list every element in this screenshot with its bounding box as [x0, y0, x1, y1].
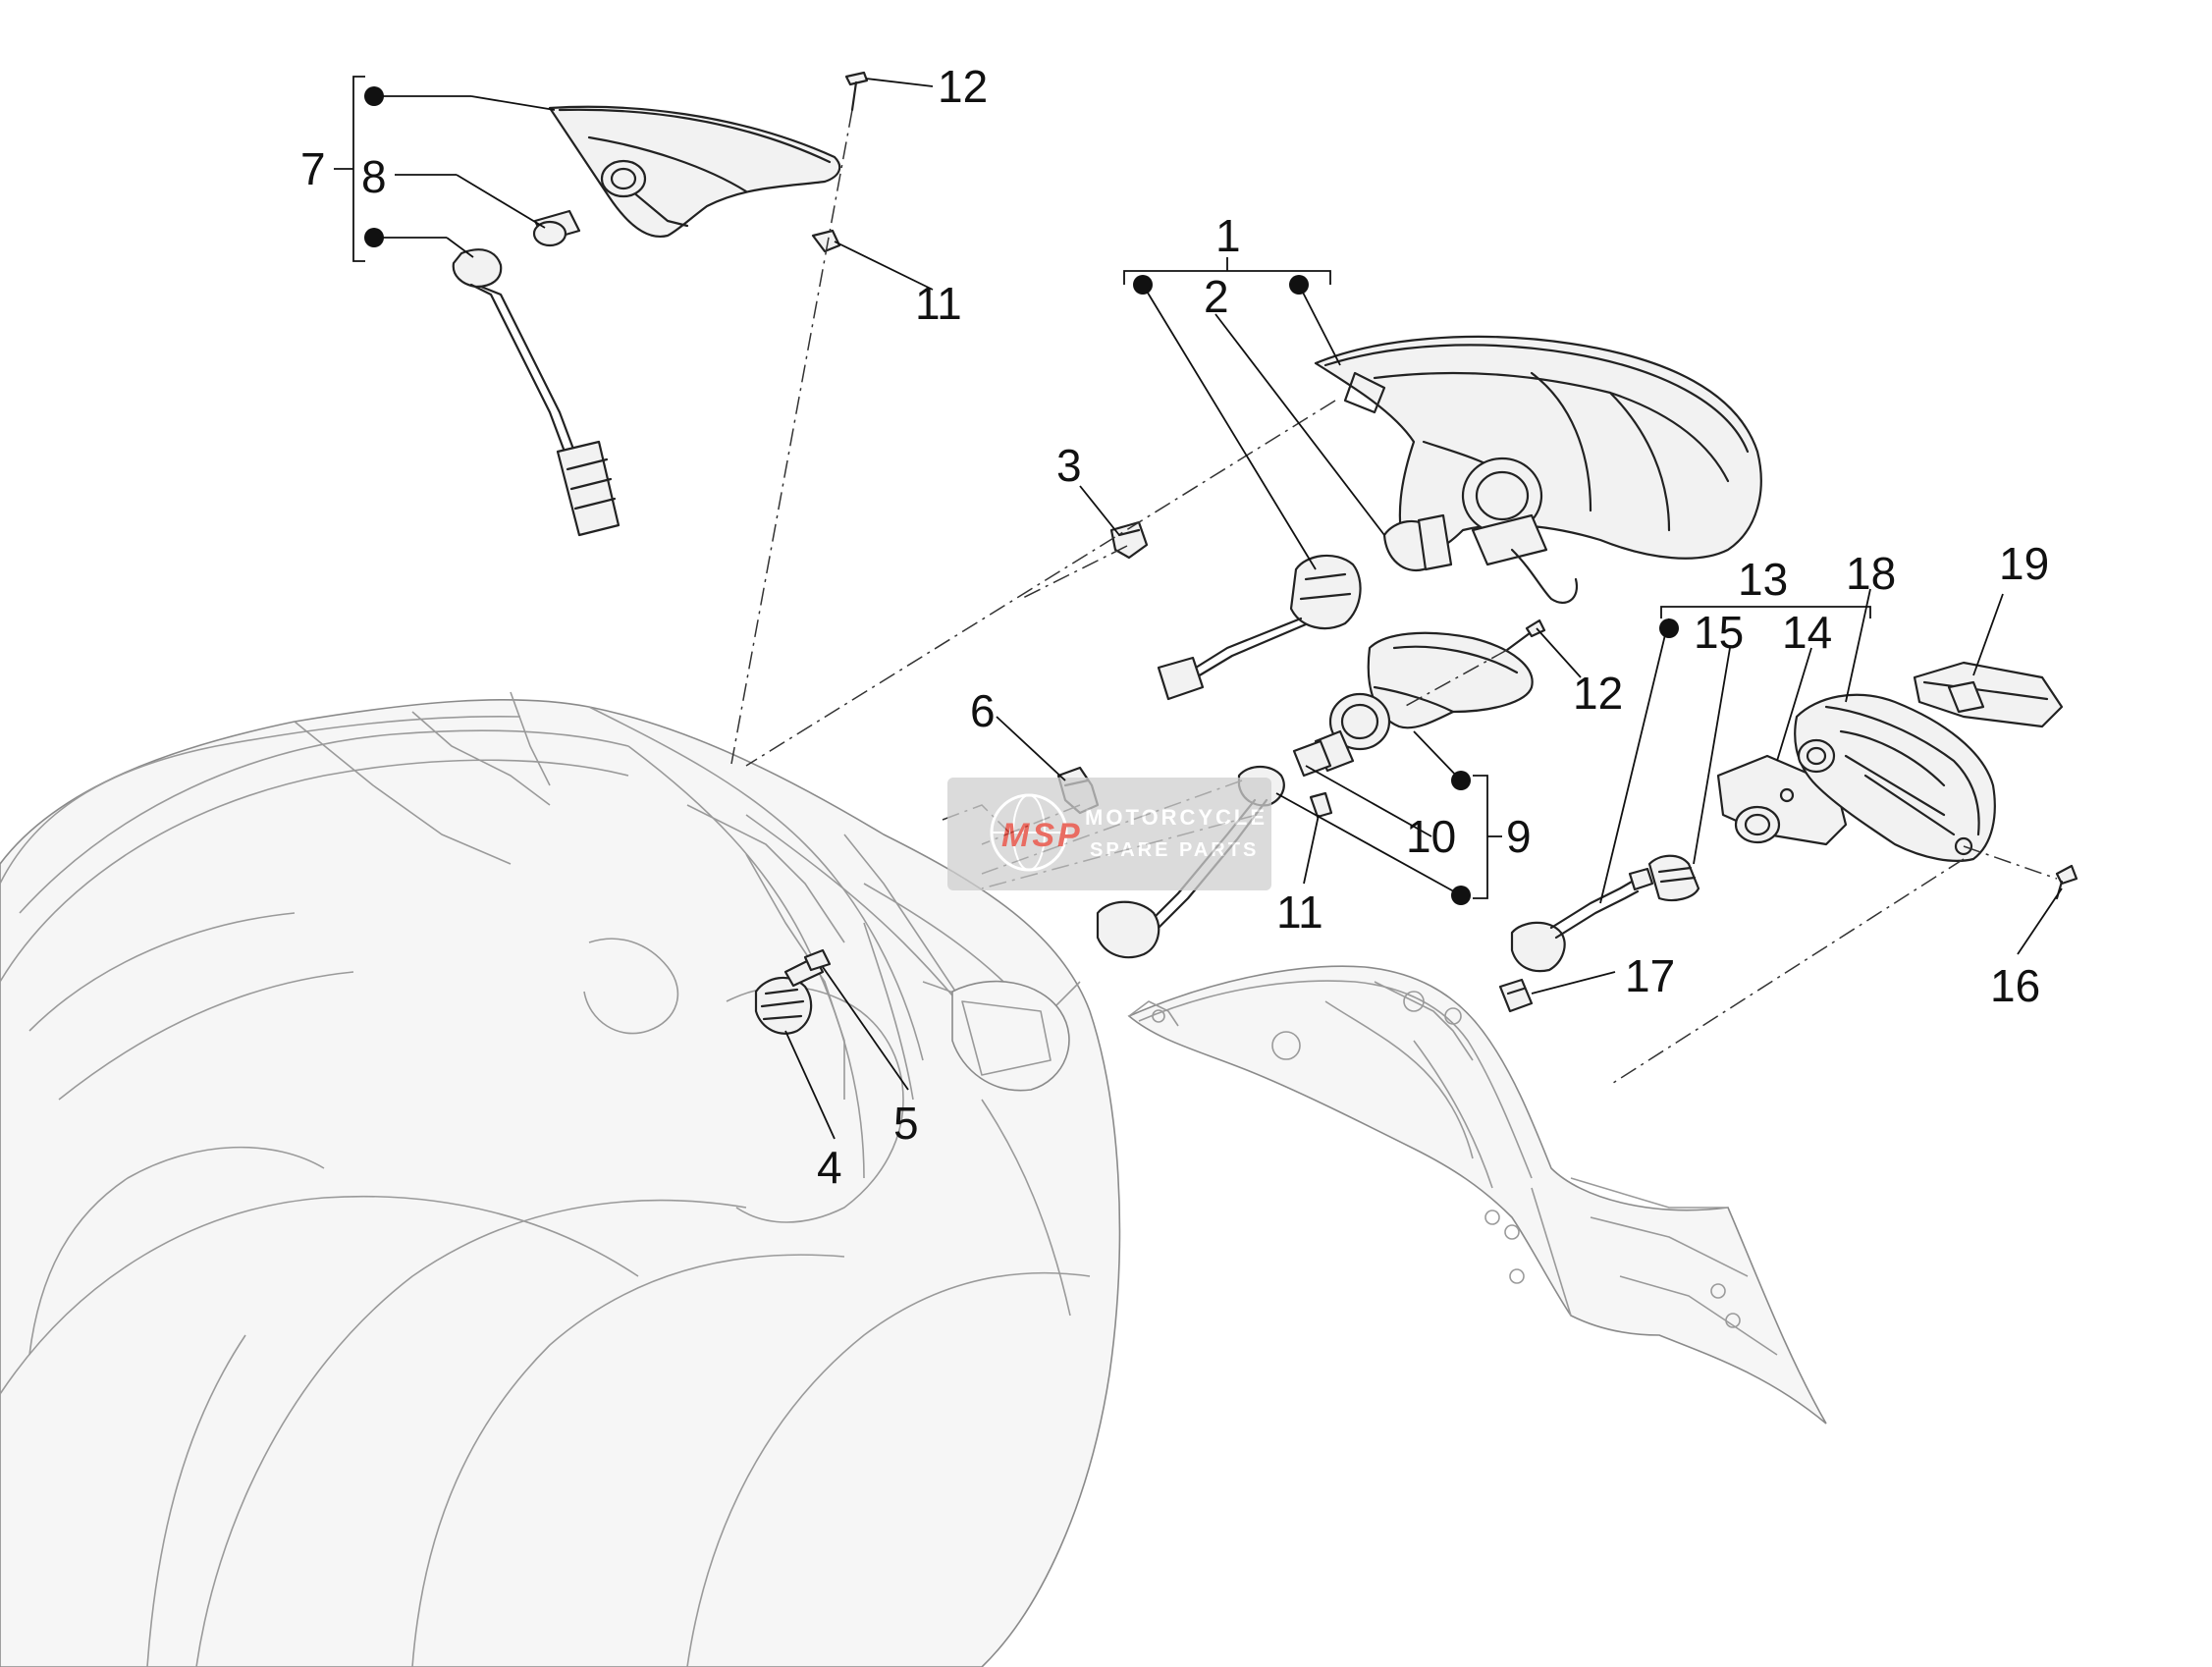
rear-body-shell: [0, 691, 1121, 1667]
bullet-dots: [364, 86, 1679, 905]
callout-18: 18: [1846, 548, 1896, 599]
callout-3: 3: [1056, 440, 1082, 491]
watermark-brand-line1: MOTORCYCLE: [1085, 805, 1268, 830]
callout-9: 9: [1506, 811, 1532, 862]
rear-fender: [1127, 965, 1827, 1425]
callout-6: 6: [970, 685, 996, 736]
callout-1: 1: [1215, 210, 1241, 261]
screw-part-12-top: [844, 71, 869, 112]
callout-13: 13: [1738, 554, 1788, 605]
callout-8: 8: [361, 151, 387, 202]
callout-17: 17: [1625, 950, 1675, 1001]
callout-10: 10: [1406, 811, 1456, 862]
callout-16: 16: [1990, 960, 2040, 1011]
side-marker-light-assembly: [452, 105, 841, 537]
callout-4: 4: [817, 1142, 842, 1193]
clip-part-11-top: [811, 229, 841, 253]
callout-12-mid: 12: [1573, 668, 1623, 719]
watermark-brand-line2: SPARE PARTS: [1090, 839, 1259, 861]
callout-2: 2: [1204, 271, 1229, 322]
callout-19: 19: [1999, 538, 2049, 589]
callout-15: 15: [1694, 607, 1744, 658]
callout-7: 7: [300, 143, 326, 194]
tail-light-assembly: [1157, 335, 1762, 701]
license-light-group: [1498, 661, 2078, 1013]
watermark: MSP MOTORCYCLE SPARE PARTS: [947, 778, 1271, 890]
callout-12-top: 12: [938, 61, 988, 112]
callout-14: 14: [1782, 607, 1832, 658]
clip-part-11-mid: [1309, 791, 1333, 819]
watermark-box: [947, 778, 1271, 890]
callout-11-mid: 11: [1276, 887, 1323, 938]
screw-part-12-mid: [1505, 618, 1546, 652]
watermark-logo: MSP: [1001, 817, 1083, 854]
callout-5: 5: [893, 1098, 919, 1149]
leader-lines: [334, 76, 2063, 1140]
callout-labels: 1 2 3 4 5 6 7 8 9 10 11 11 12 12 13 14 1…: [300, 61, 2049, 1193]
clip-part-5: [803, 948, 832, 972]
callout-11-top: 11: [915, 278, 962, 329]
